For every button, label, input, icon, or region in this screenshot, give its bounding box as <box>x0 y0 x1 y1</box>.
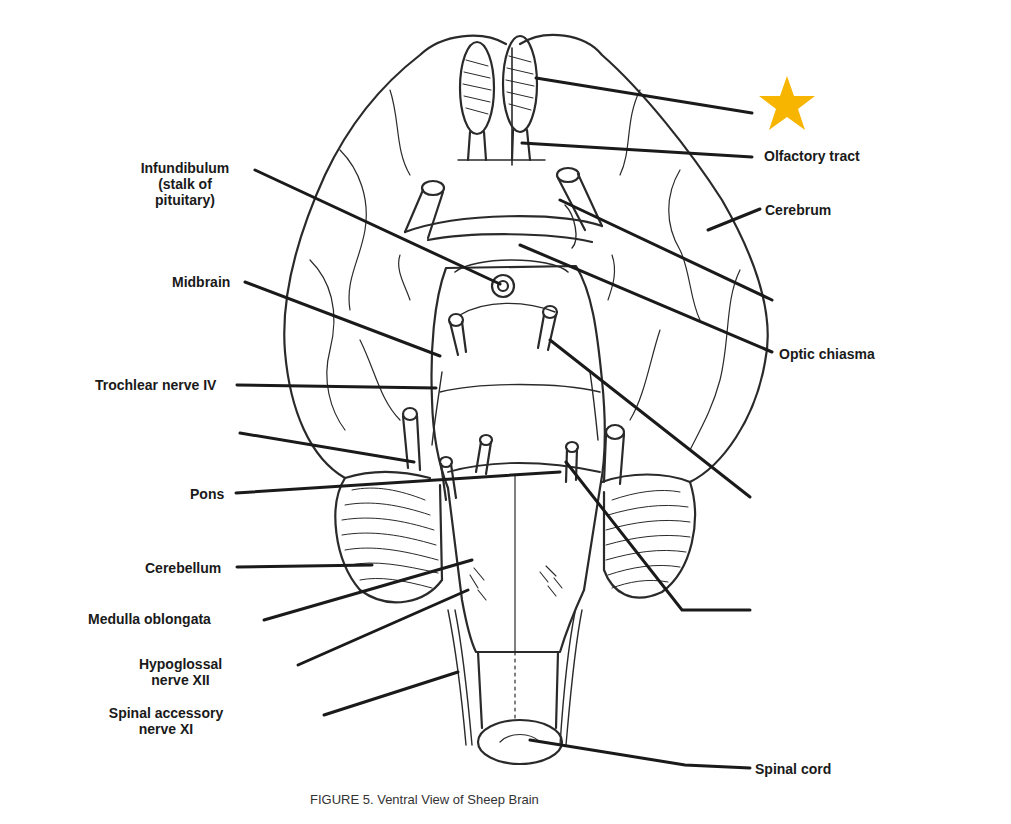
part-label: Cerebellum <box>145 560 245 576</box>
part-label: Infundibulum (stalk of pituitary) <box>130 160 240 208</box>
figure-caption: FIGURE 5. Ventral View of Sheep Brain <box>310 792 539 807</box>
part-label: Spinal cord <box>755 761 915 777</box>
part-label: Cerebrum <box>765 202 925 218</box>
part-label: Optic chiasma <box>779 346 939 362</box>
part-label: Pons <box>190 486 250 502</box>
part-label: Trochlear nerve IV <box>95 377 240 393</box>
star-marker <box>759 76 815 130</box>
part-label: Midbrain <box>172 274 272 290</box>
part-label: Spinal accessory nerve XI <box>92 705 240 737</box>
part-label: Olfactory tract <box>764 148 924 164</box>
part-label: Hypoglossal nerve XII <box>128 656 233 688</box>
part-label: Medulla oblongata <box>88 611 248 627</box>
